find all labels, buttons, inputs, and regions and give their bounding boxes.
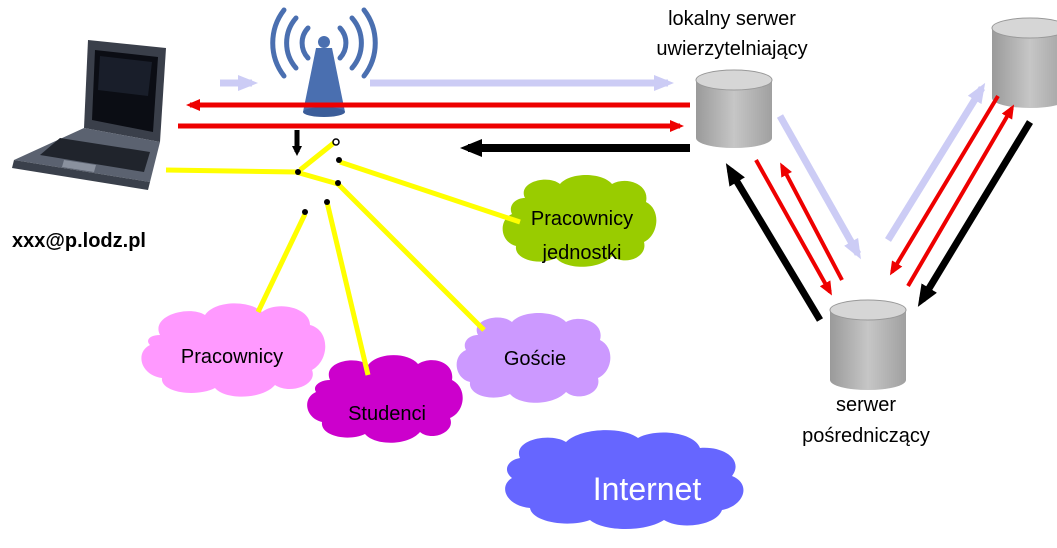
students-label: Studenci (348, 403, 426, 425)
proxy-server-label-line2: pośredniczący (802, 425, 930, 447)
guests-label: Goście (504, 348, 566, 370)
accept-arrow-to-local (725, 163, 824, 322)
response-arrow-up (780, 162, 844, 281)
switch-contacts (295, 138, 342, 215)
internet-label: Internet (593, 471, 702, 507)
wifi-access-point-icon (270, 7, 378, 117)
laptop-icon (12, 40, 166, 190)
cloud-unit-employees (502, 175, 657, 267)
response-arrow-to-remote (906, 104, 1015, 288)
cloud-employees (141, 303, 326, 397)
cloud-internet (505, 430, 744, 529)
vlan-switch-arm (295, 169, 339, 187)
cloud-guests (456, 313, 611, 403)
local-server-label-line1: lokalny serwer (668, 8, 796, 30)
request-arrow-to-remote (885, 82, 986, 242)
challenge-arrow-down (754, 159, 832, 296)
user-email-label: xxx@p.lodz.pl (12, 230, 146, 252)
vlan-lines (165, 140, 521, 376)
local-server-label-line2: uwierzytelniający (656, 38, 807, 60)
vlan-link-laptop (165, 167, 297, 175)
request-arrow-to-proxy (776, 114, 862, 260)
server-icon (695, 69, 773, 148)
vlan-link-students (324, 201, 371, 376)
server-icon (991, 17, 1057, 108)
vlan-link-employees (255, 212, 308, 314)
vlan-switch-arm-up (298, 140, 337, 172)
unit-employees-label-line2: jednostki (542, 242, 622, 264)
vlan-link-unit (339, 159, 521, 225)
vlan-link-guests (336, 182, 486, 332)
challenge-arrow-to-proxy (889, 94, 1000, 276)
unit-employees-label-line1: Pracownicy (531, 208, 633, 230)
server-icon (829, 299, 907, 390)
proxy-server-label-line1: serwer (836, 394, 896, 416)
accept-arrow-to-proxy (917, 120, 1033, 307)
employees-label: Pracownicy (181, 346, 283, 368)
cloud-students (307, 355, 463, 443)
